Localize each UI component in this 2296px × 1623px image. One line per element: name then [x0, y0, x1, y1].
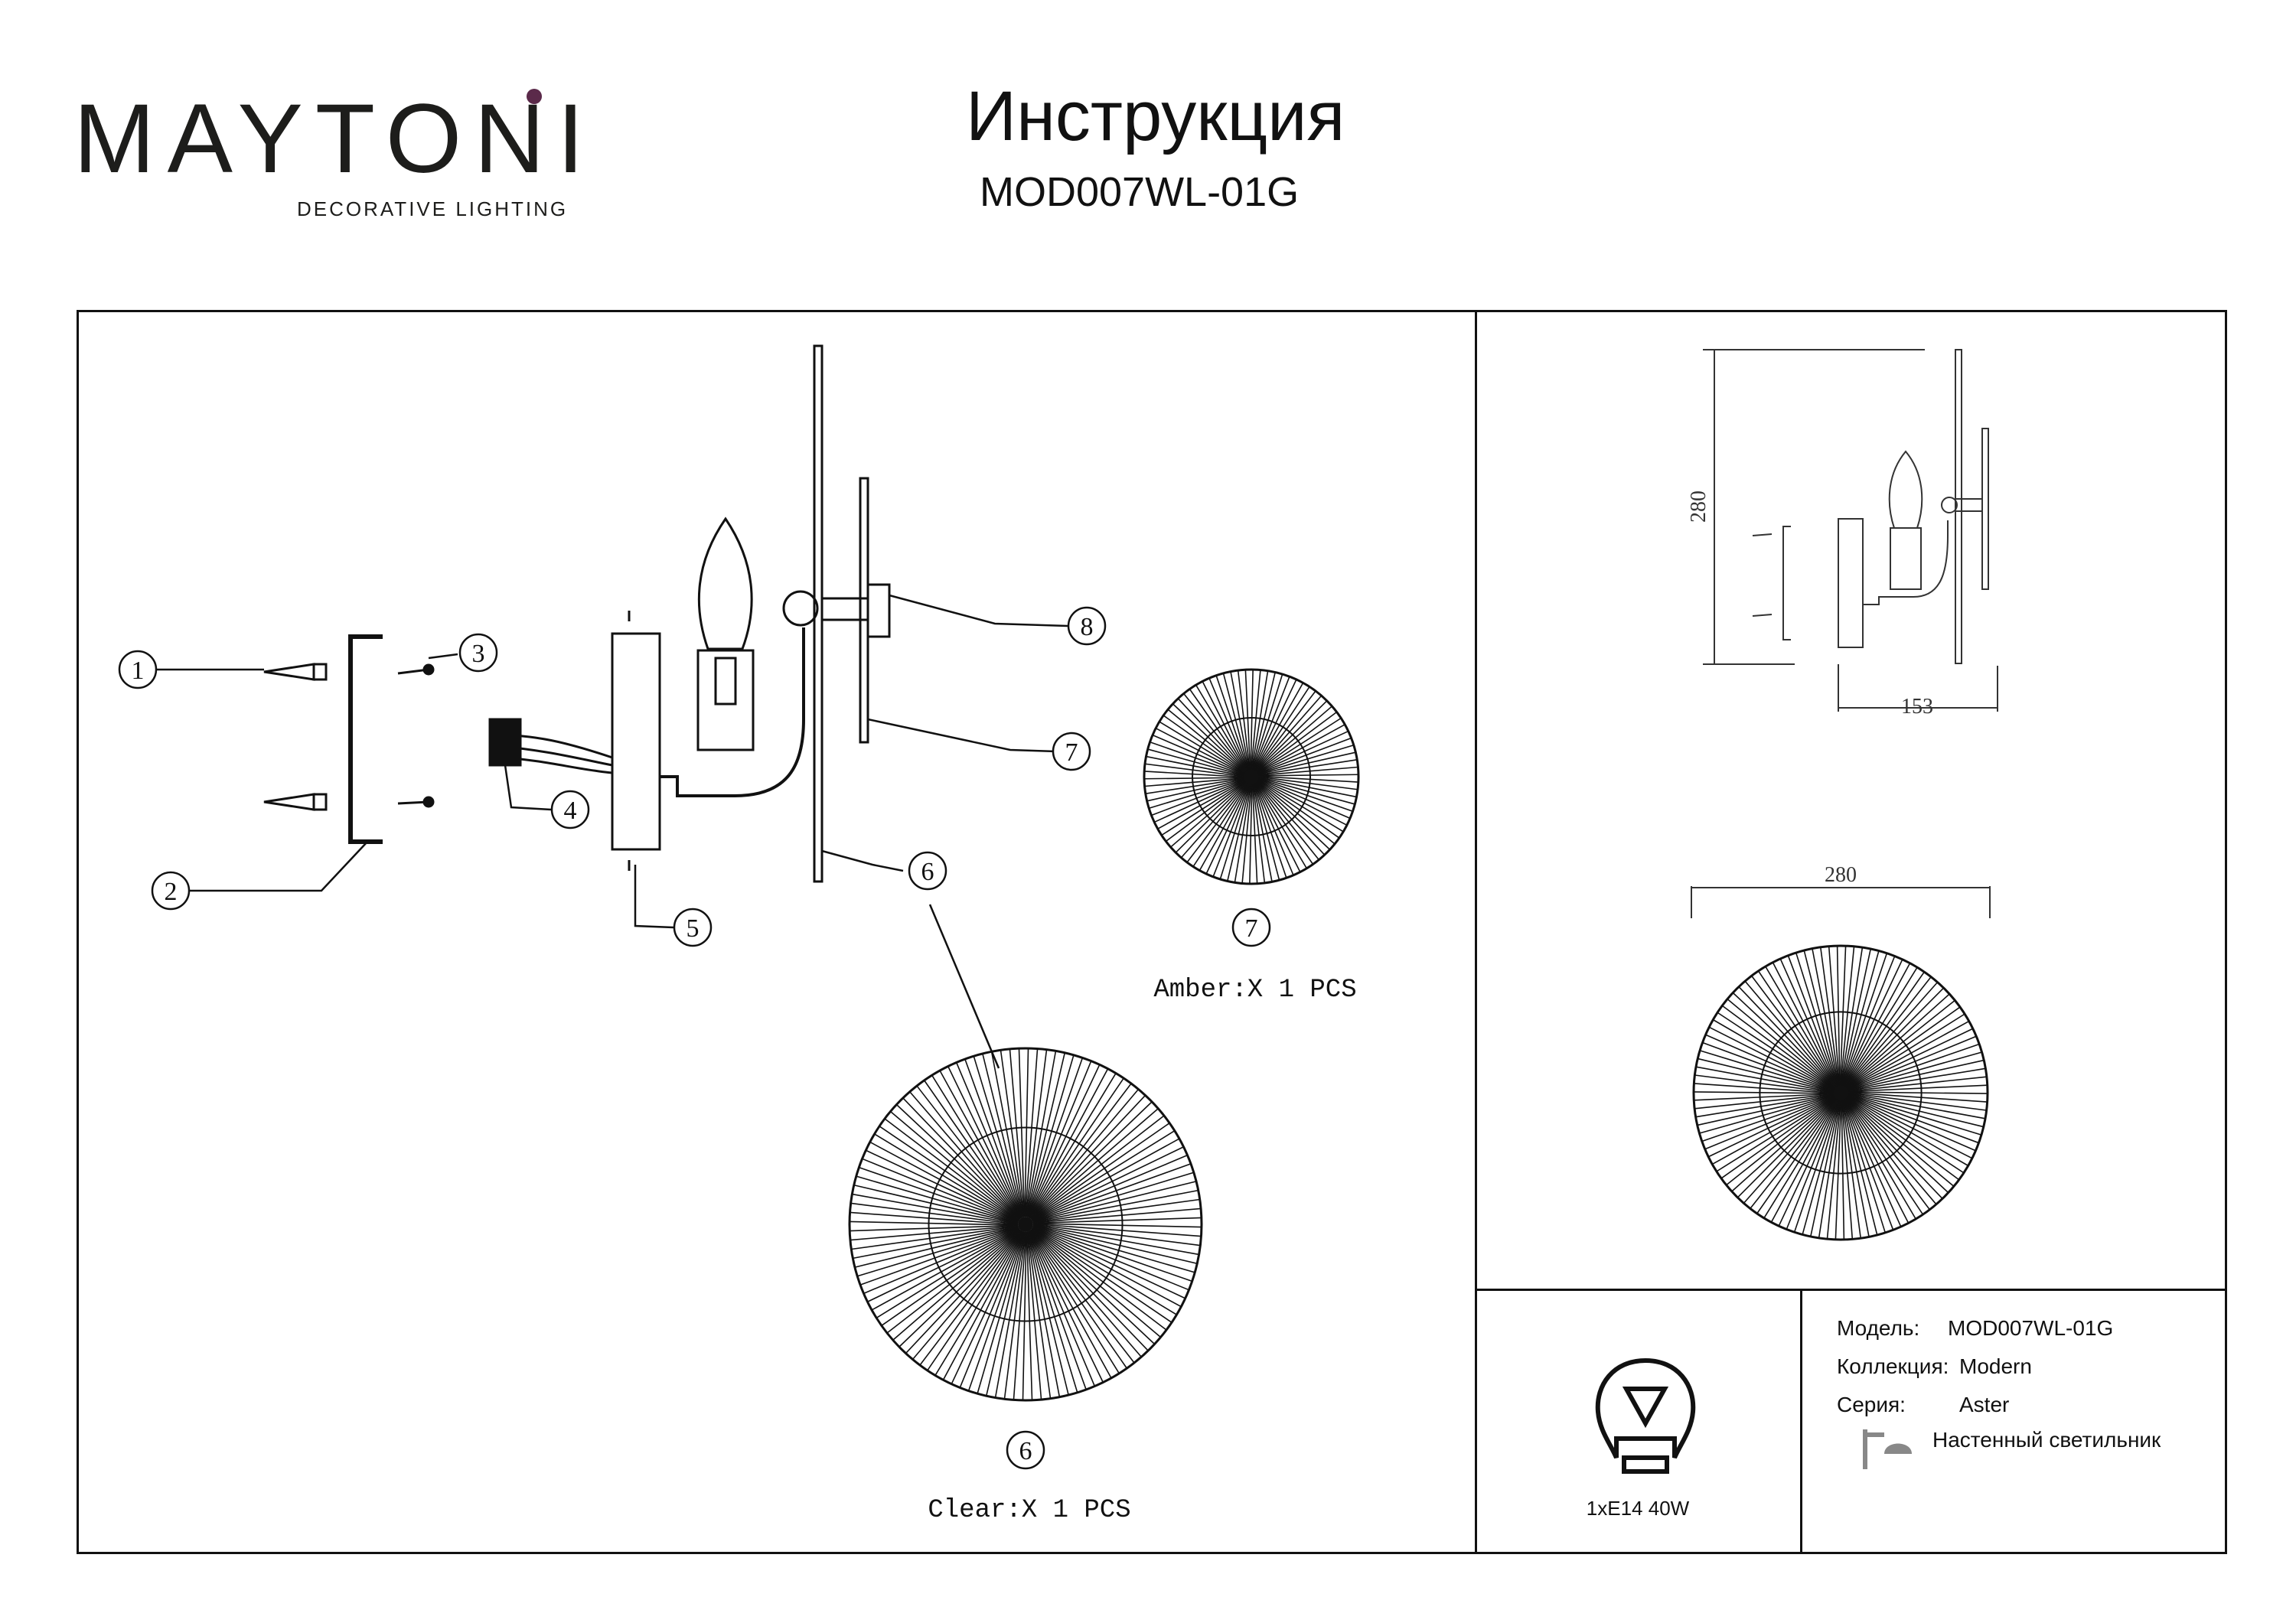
callout-4 — [550, 790, 590, 829]
callout-7-part — [1231, 908, 1271, 947]
wall-anchor — [263, 793, 328, 811]
callout-7-label: 7 — [1065, 738, 1078, 767]
series-value: Aster — [1959, 1393, 2010, 1416]
lamp-type: Настенный светильник — [1932, 1428, 2161, 1452]
amber-quantity: Amber:X 1 PCS — [1153, 976, 1356, 1005]
collection-label: Коллекция: — [1837, 1354, 1949, 1378]
callout-8 — [1067, 606, 1107, 646]
brand-tagline: DECORATIVE LIGHTING — [297, 197, 569, 220]
callout-8-label: 8 — [1081, 613, 1094, 641]
model-code: MOD007WL-01G — [980, 169, 1300, 215]
callout-2-label: 2 — [165, 878, 178, 906]
bracket-screw — [397, 796, 435, 808]
wall-backplate — [611, 632, 661, 851]
model-label: Модель: — [1837, 1316, 1920, 1340]
logo-dot — [527, 89, 542, 104]
callout-4-label: 4 — [564, 797, 577, 825]
height-dimension: 280 — [1687, 490, 1711, 523]
page-title: Инструкция — [966, 77, 1345, 155]
info-panel — [1800, 1289, 2227, 1554]
callout-6-part — [1006, 1430, 1045, 1470]
callout-1-label: 1 — [132, 657, 145, 685]
arm-joint — [782, 590, 819, 627]
callout-6 — [908, 851, 947, 891]
wall-lamp-icon — [1863, 1429, 1912, 1469]
clear-quantity: Clear:X 1 PCS — [928, 1496, 1130, 1525]
callout-6-label: 6 — [921, 858, 934, 886]
callout-3-label: 3 — [472, 640, 485, 668]
amber-disc — [1143, 668, 1360, 885]
callout-1 — [118, 650, 158, 689]
terminal-block — [488, 718, 522, 767]
lamp-holder — [696, 649, 755, 751]
clear-part-number: 6 — [1019, 1437, 1032, 1465]
brand-logo: MAYTONI — [73, 84, 597, 194]
bulb-icon — [1595, 1357, 1696, 1474]
callout-3 — [458, 633, 498, 673]
callout-7 — [1052, 732, 1091, 771]
clear-disc — [848, 1047, 1203, 1402]
dimension-drawing — [1691, 349, 1998, 918]
diameter-dimension: 280 — [1825, 863, 1857, 887]
amber-part-number: 7 — [1245, 914, 1258, 943]
model-value: MOD007WL-01G — [1948, 1316, 2114, 1340]
callout-2 — [151, 871, 191, 911]
front-view-disc — [1692, 944, 1989, 1241]
bracket-screw — [397, 663, 435, 676]
callout-5-label: 5 — [687, 914, 700, 943]
collection-value: Modern — [1959, 1354, 2032, 1378]
wall-anchor — [263, 663, 328, 681]
lamp-spec: 1xE14 40W — [1587, 1497, 1690, 1520]
series-label: Серия: — [1837, 1393, 1906, 1416]
depth-dimension: 153 — [1901, 695, 1933, 719]
lamp-arm — [660, 627, 805, 797]
callout-5 — [673, 908, 713, 947]
candle-bulb — [697, 517, 753, 650]
mounting-bracket — [348, 634, 383, 844]
